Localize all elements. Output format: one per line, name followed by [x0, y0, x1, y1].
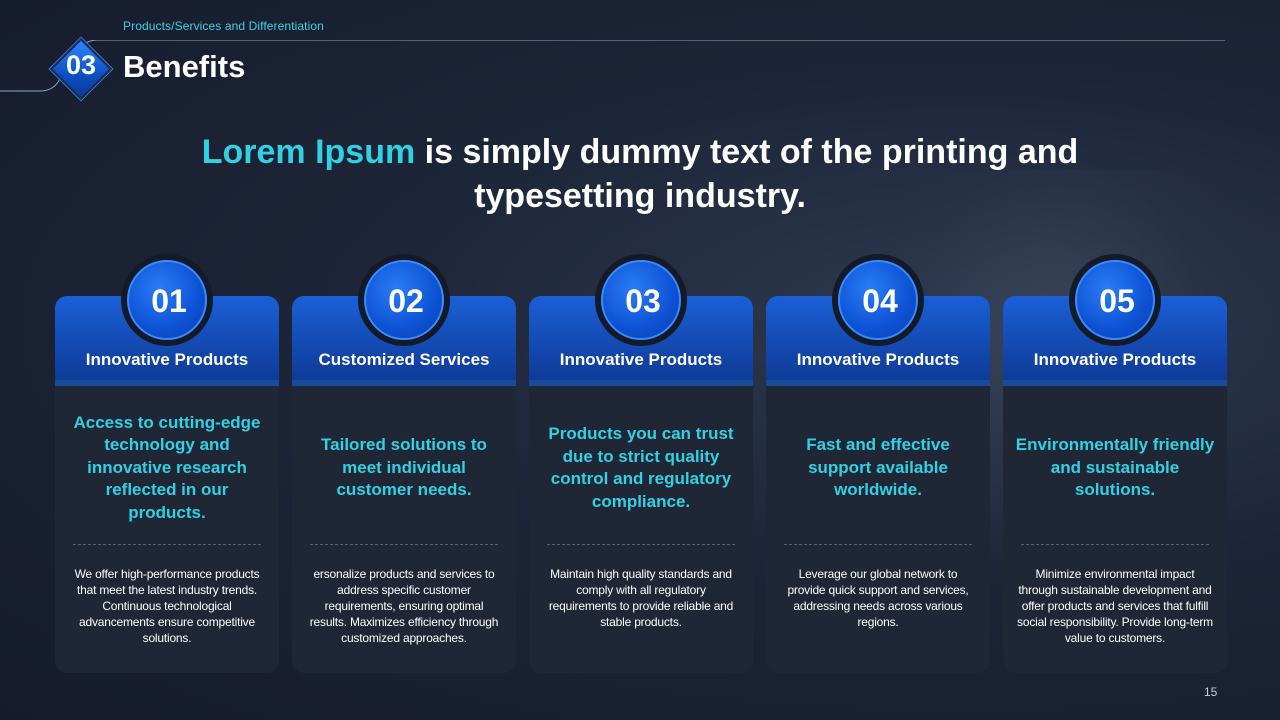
- benefit-card: Innovative Products Products you can tru…: [529, 296, 753, 673]
- circle-icon: 03: [601, 260, 681, 340]
- card-title: Innovative Products: [1033, 350, 1197, 369]
- benefit-card: Customized Services Tailored solutions t…: [292, 296, 516, 673]
- card-highlight: Tailored solutions to meet individual cu…: [321, 435, 487, 500]
- card-highlight: Access to cutting-edge technology and in…: [73, 412, 261, 522]
- number-circle: 04: [832, 254, 924, 346]
- card-description: Minimize environmental impact through su…: [1017, 567, 1213, 645]
- number-circle: 02: [358, 254, 450, 346]
- card-divider: [784, 544, 972, 545]
- headline: Lorem Ipsum is simply dummy text of the …: [140, 130, 1140, 218]
- card-number: 02: [388, 283, 424, 319]
- benefit-card: Innovative Products Fast and effective s…: [766, 296, 990, 673]
- card-description: Maintain high quality standards and comp…: [548, 567, 734, 629]
- section-number: 03: [65, 50, 97, 80]
- card-header-bar: [529, 380, 753, 386]
- benefit-card: Innovative Products Environmentally frie…: [1003, 296, 1227, 673]
- card-header-bar: [766, 380, 990, 386]
- section-number-badge: 03: [49, 37, 113, 101]
- card-divider: [1021, 544, 1209, 545]
- number-circle: 01: [121, 254, 213, 346]
- section-label: Products/Services and Differentiation: [123, 19, 324, 33]
- card-number: 04: [862, 283, 898, 319]
- card-divider: [310, 544, 498, 545]
- page-number: 15: [1204, 685, 1218, 699]
- card-header-bar: [1003, 380, 1227, 386]
- circle-icon: 05: [1075, 260, 1155, 340]
- card-divider: [73, 544, 261, 545]
- card-highlight: Fast and effective support available wor…: [806, 435, 950, 500]
- page-title: Benefits: [123, 49, 246, 84]
- card-title: Innovative Products: [796, 350, 960, 369]
- number-circle: 03: [595, 254, 687, 346]
- card-number: 05: [1099, 283, 1135, 319]
- card-number: 01: [151, 283, 187, 319]
- card-header-bar: [55, 380, 279, 386]
- card-description: Leverage our global network to provide q…: [787, 567, 969, 629]
- circle-icon: 01: [127, 260, 207, 340]
- circle-icon: 02: [364, 260, 444, 340]
- card-title: Innovative Products: [85, 350, 249, 369]
- card-description: ersonalize products and services to addr…: [309, 567, 499, 645]
- card-divider: [547, 544, 735, 545]
- headline-highlight: Lorem Ipsum: [201, 133, 416, 171]
- card-highlight: Products you can trust due to strict qua…: [548, 424, 734, 511]
- headline-rest: is simply dummy text of the printing and…: [415, 133, 1079, 215]
- card-title: Customized Services: [318, 350, 490, 369]
- card-number: 03: [625, 283, 661, 319]
- benefit-card: Innovative Products Access to cutting-ed…: [55, 296, 279, 673]
- card-description: We offer high-performance products that …: [74, 567, 260, 645]
- circle-icon: 04: [838, 260, 918, 340]
- number-circle: 05: [1069, 254, 1161, 346]
- card-header-bar: [292, 380, 516, 386]
- card-title: Innovative Products: [559, 350, 723, 369]
- card-highlight: Environmentally friendly and sustainable…: [1015, 435, 1215, 500]
